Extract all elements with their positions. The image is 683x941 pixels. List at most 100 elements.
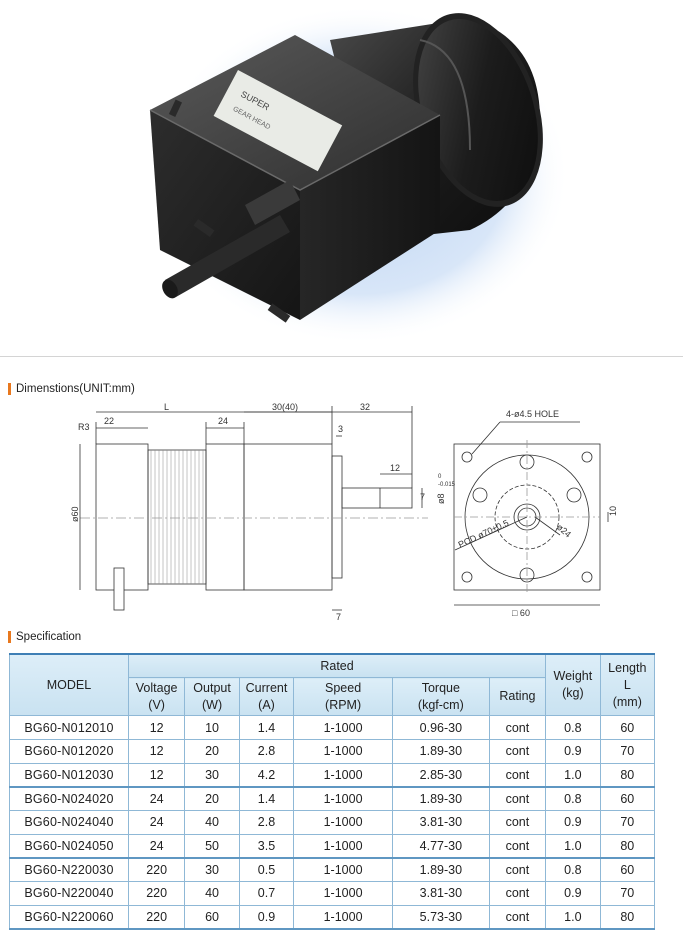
dim-label-7-bottom: 7: [336, 612, 341, 622]
header-torque-label: Torque: [421, 680, 460, 695]
cell-speed: 1-1000: [293, 833, 393, 859]
cell-torque: 2.85-30: [391, 762, 490, 788]
cell-voltage: 24: [127, 833, 186, 859]
section-marker-icon: [8, 631, 11, 643]
cell-length: 60: [599, 786, 656, 811]
header-voltage: Voltage (V): [127, 677, 186, 717]
cell-length: 60: [599, 857, 656, 882]
gear-head-box: SUPER GEAR HEAD: [149, 35, 441, 323]
cell-torque: 5.73-30: [391, 904, 490, 930]
cell-weight: 0.8: [545, 715, 601, 740]
dim-label-pcd: PCD ø70±0.5: [457, 518, 511, 550]
specification-heading: Specification: [8, 631, 81, 643]
dim-label-7: 7: [420, 492, 425, 502]
cell-speed: 1-1000: [293, 715, 393, 740]
table-row: BG60-N024020 24 20 1.4 1-1000 1.89-30 co…: [9, 786, 656, 811]
header-current-unit: (A): [258, 697, 275, 712]
gearbox-side: [243, 443, 333, 591]
header-length: Length L (mm): [599, 653, 656, 717]
cell-length: 80: [599, 904, 656, 930]
dim-label-phi8: ø8: [436, 493, 446, 504]
table-row: BG60-N012030 12 30 4.2 1-1000 2.85-30 co…: [9, 762, 656, 788]
header-output: Output (W): [184, 677, 240, 717]
cell-output: 50: [184, 833, 240, 859]
cell-speed: 1-1000: [293, 738, 393, 764]
header-model: MODEL: [9, 653, 129, 717]
header-voltage-label: Voltage: [135, 680, 178, 695]
dim-label-phi24: ø24: [555, 522, 573, 540]
cell-model: BG60-N220040: [9, 881, 129, 906]
cell-current: 1.4: [238, 715, 295, 740]
cell-output: 40: [184, 881, 240, 906]
cell-model: BG60-N024040: [9, 809, 129, 835]
dim-label-phi8-tol2: -0.015: [438, 482, 456, 488]
header-torque: Torque (kgf-cm): [391, 677, 490, 717]
header-rated: Rated: [127, 653, 547, 679]
dim-label-phi60: ø60: [70, 506, 80, 522]
dim-label-24: 24: [218, 416, 228, 426]
cell-rating: cont: [488, 738, 547, 764]
cell-voltage: 220: [127, 904, 186, 930]
cell-current: 0.7: [238, 881, 295, 906]
cell-weight: 1.0: [545, 904, 601, 930]
table-row: BG60-N024050 24 50 3.5 1-1000 4.77-30 co…: [9, 833, 656, 859]
cell-model: BG60-N012010: [9, 715, 129, 740]
table-row: BG60-N220030 220 30 0.5 1-1000 1.89-30 c…: [9, 857, 656, 882]
header-voltage-unit: (V): [148, 697, 165, 712]
cell-voltage: 12: [127, 715, 186, 740]
specification-table: MODEL Rated Weight (kg) Length L (mm) Vo…: [9, 653, 656, 930]
cell-torque: 1.89-30: [391, 786, 490, 811]
header-current: Current (A): [238, 677, 295, 717]
header-speed-unit: (RPM): [325, 697, 362, 712]
cell-speed: 1-1000: [293, 881, 393, 906]
cell-current: 1.4: [238, 786, 295, 811]
dim-label-22: 22: [104, 416, 114, 426]
cell-output: 30: [184, 762, 240, 788]
cell-current: 4.2: [238, 762, 295, 788]
cell-speed: 1-1000: [293, 857, 393, 882]
dim-label-phi8-tol: 0: [438, 474, 442, 480]
cell-length: 80: [599, 762, 656, 788]
cell-rating: cont: [488, 904, 547, 930]
cell-rating: cont: [488, 881, 547, 906]
cell-output: 10: [184, 715, 240, 740]
nameplate-label: SUPER GEAR HEAD: [213, 70, 343, 172]
cell-output: 60: [184, 904, 240, 930]
cell-model: BG60-N024020: [9, 786, 129, 811]
dim-label-30-40: 30(40): [272, 402, 298, 412]
dim-label-12: 12: [390, 463, 400, 473]
cell-current: 2.8: [238, 738, 295, 764]
dimension-drawing: 22 24 L 30(40) 32 3 12 7 7 R3 ø60 ø8 0 -…: [70, 402, 618, 622]
cell-rating: cont: [488, 786, 547, 811]
dim-label-l: L: [164, 402, 169, 412]
dimensions-title: Dimenstions(UNIT:mm): [16, 383, 135, 395]
cell-speed: 1-1000: [293, 762, 393, 788]
specification-title: Specification: [16, 631, 82, 643]
cell-weight: 0.8: [545, 857, 601, 882]
dimensions-heading: Dimenstions(UNIT:mm): [8, 383, 135, 395]
section-marker-icon: [8, 383, 11, 395]
cell-torque: 0.96-30: [391, 715, 490, 740]
cell-length: 60: [599, 715, 656, 740]
cell-voltage: 24: [127, 786, 186, 811]
cell-voltage: 24: [127, 809, 186, 835]
cell-torque: 4.77-30: [391, 833, 490, 859]
header-output-unit: (W): [202, 697, 223, 712]
cell-model: BG60-N024050: [9, 833, 129, 859]
dim-label-r3: R3: [78, 422, 90, 432]
header-length-label: Length: [608, 660, 647, 675]
cell-weight: 0.9: [545, 738, 601, 764]
header-weight-label: Weight: [553, 669, 593, 684]
cell-rating: cont: [488, 857, 547, 882]
motor-side-fins: [147, 449, 207, 585]
table-row: BG60-N024040 24 40 2.8 1-1000 3.81-30 co…: [9, 809, 656, 835]
header-speed: Speed (RPM): [293, 677, 393, 717]
cell-weight: 0.8: [545, 786, 601, 811]
cell-output: 30: [184, 857, 240, 882]
cell-current: 0.9: [238, 904, 295, 930]
cell-rating: cont: [488, 809, 547, 835]
header-rating: Rating: [488, 677, 547, 717]
dim-label-10: 10: [608, 506, 618, 516]
cell-model: BG60-N012020: [9, 738, 129, 764]
cell-model: BG60-N220030: [9, 857, 129, 882]
